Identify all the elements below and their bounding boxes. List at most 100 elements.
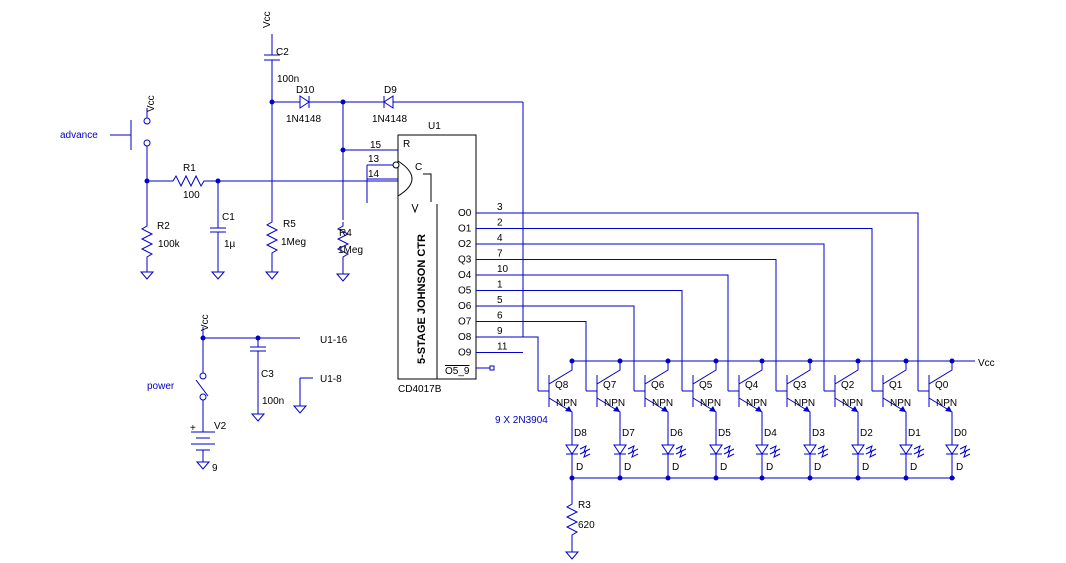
transistor-ref: Q5: [699, 380, 713, 391]
led-type: D: [576, 462, 583, 473]
c2-value: 100n: [277, 74, 299, 85]
output-wire: [476, 212, 919, 391]
output-wire: [476, 336, 539, 391]
net-u1-16: U1-16: [320, 335, 348, 346]
led-ref: D6: [670, 428, 683, 439]
ic-output-o8: O8: [458, 332, 472, 343]
transistor-note: 9 X 2N3904: [495, 415, 548, 426]
r4-ref: R4: [339, 228, 352, 239]
ic-output-o0: O0: [458, 208, 472, 219]
ic-output-o9: O9: [458, 348, 472, 359]
led-ref: D4: [764, 428, 777, 439]
transistor-type: NPN: [604, 398, 625, 409]
ic-output-o6: O6: [458, 301, 472, 312]
led-d3: [803, 444, 817, 455]
output-wire: [476, 321, 587, 391]
d10-ref: D10: [296, 85, 315, 96]
d9-value: 1N4148: [372, 114, 407, 125]
pin-5: 5: [497, 295, 503, 306]
transistor-type: NPN: [556, 398, 577, 409]
ic-output-q3: Q3: [458, 255, 472, 266]
advance-label: advance: [60, 130, 98, 141]
transistor-ref: Q6: [651, 380, 665, 391]
battery-plus: +: [190, 423, 196, 434]
led-ref: D1: [908, 428, 921, 439]
led-type: D: [766, 462, 773, 473]
wiring: [110, 34, 975, 560]
r1-ref: R1: [183, 163, 196, 174]
led-type: D: [672, 462, 679, 473]
pin-9: 9: [497, 326, 503, 337]
output-wire: [476, 228, 873, 391]
power-label: power: [147, 381, 175, 392]
output-wire: [476, 243, 825, 391]
transistor-type: NPN: [842, 398, 863, 409]
c3-ref: C3: [261, 369, 274, 380]
pin-1: 1: [497, 280, 503, 291]
transistor-type: NPN: [890, 398, 911, 409]
transistor-ref: Q0: [935, 380, 949, 391]
led-type: D: [814, 462, 821, 473]
r2-value: 100k: [158, 239, 181, 250]
led-type: D: [910, 462, 917, 473]
led-d7: [613, 444, 627, 455]
r4-value: 1Meg: [338, 245, 363, 256]
led-type: D: [624, 462, 631, 473]
led-d5: [709, 444, 723, 455]
output-wire: [476, 274, 729, 391]
ic-part: CD4017B: [398, 384, 442, 395]
ic-title: 5-STAGE JOHNSON CTR: [416, 234, 428, 364]
ic-output-o7: O7: [458, 317, 472, 328]
led-type: D: [862, 462, 869, 473]
transistor-ref: Q8: [555, 380, 569, 391]
ic-output-o1: O1: [458, 224, 472, 235]
vcc-label-power: Vcc: [200, 314, 211, 331]
pin-6: 6: [497, 311, 503, 322]
transistor-type: NPN: [652, 398, 673, 409]
output-wire: [476, 259, 777, 391]
r5-value: 1Meg: [281, 237, 306, 248]
d10-value: 1N4148: [286, 114, 321, 125]
driver-stages: Q8NPND8DQ7NPND7DQ6NPND6DQ5NPND5DQ4NPND4D…: [538, 358, 971, 481]
c1-ref: C1: [222, 212, 235, 223]
v2-value: 9: [212, 463, 218, 474]
pin-15: 15: [370, 140, 382, 151]
led-type: D: [720, 462, 727, 473]
c1-value: 1µ: [224, 239, 236, 250]
r2-ref: R2: [157, 221, 170, 232]
transistor-type: NPN: [794, 398, 815, 409]
r1-value: 100: [183, 190, 200, 201]
transistor-type: NPN: [936, 398, 957, 409]
ic-output-o5: O5: [458, 286, 472, 297]
pin-13: 13: [368, 154, 380, 165]
led-ref: D3: [812, 428, 825, 439]
led-type: D: [956, 462, 963, 473]
led-ref: D5: [718, 428, 731, 439]
r5-ref: R5: [283, 219, 296, 230]
r3-value: 620: [578, 520, 595, 531]
pin-2: 2: [497, 218, 503, 229]
output-wire: [476, 290, 683, 391]
ic-clock-label: C: [415, 162, 422, 173]
d9-ref: D9: [384, 85, 397, 96]
led-d2: [851, 444, 865, 455]
pin-7: 7: [497, 249, 503, 260]
vcc-label-top: Vcc: [262, 11, 273, 28]
transistor-ref: Q3: [793, 380, 807, 391]
led-d4: [755, 444, 769, 455]
pin-11: 11: [497, 342, 508, 353]
transistor-ref: Q1: [889, 380, 903, 391]
c3-value: 100n: [262, 396, 284, 407]
led-ref: D0: [954, 428, 967, 439]
transistor-type: NPN: [700, 398, 721, 409]
c2-ref: C2: [276, 47, 289, 58]
